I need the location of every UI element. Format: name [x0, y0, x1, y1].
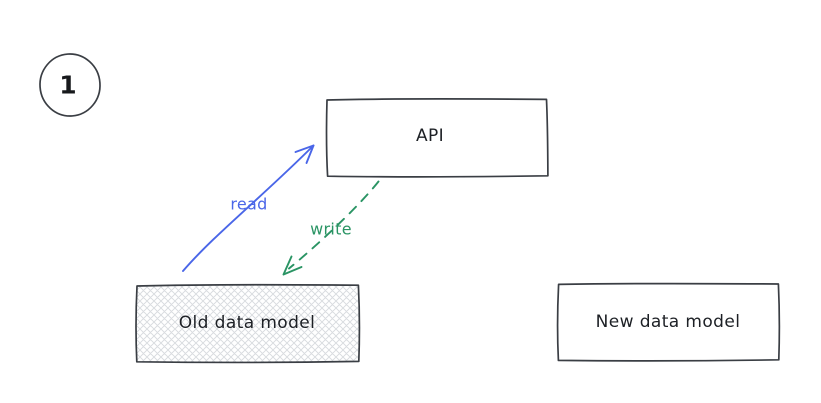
write-arrow[interactable]: [282, 180, 380, 276]
read-arrowhead: [294, 144, 315, 164]
read-arrow[interactable]: [182, 144, 315, 272]
old-data-model-box[interactable]: [135, 283, 361, 364]
step-circle[interactable]: [38, 52, 102, 118]
read-arrow-shaft: [182, 144, 315, 272]
api-box[interactable]: [325, 98, 549, 178]
write-arrowhead: [282, 255, 303, 276]
new-data-model-box[interactable]: [556, 282, 781, 362]
write-arrow-shaft: [288, 180, 380, 270]
